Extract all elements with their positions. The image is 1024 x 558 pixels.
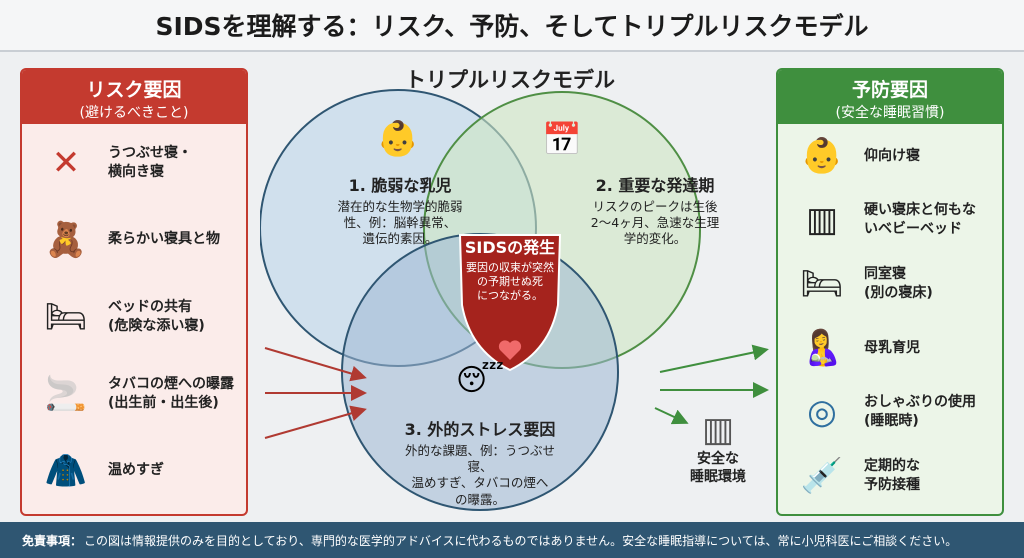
venn-title: トリプルリスクモデル (405, 68, 615, 92)
page-title: SIDSを理解する：リスク、予防、そしてトリプルリスクモデル (0, 0, 1024, 52)
arrow (659, 344, 769, 373)
syringe-icon: 💉 (800, 456, 844, 496)
external-stressor-text: 3. 外的ストレス要因外的な課題、例：うつぶせ寝、 温めすぎ、タバコの煙へ の曝… (400, 420, 560, 508)
baby-icon: 👶 (377, 119, 419, 159)
prevention-header: 予防要因 (安全な睡眠習慣) (778, 70, 1002, 124)
arrow (264, 405, 367, 439)
broken-heart-icon (498, 340, 522, 360)
risk-item: 🛏 ベッドの共有 (危険な添い寝) (22, 278, 246, 355)
c3-text: 外的な課題、例：うつぶせ寝、 温めすぎ、タバコの煙へ の曝露。 (404, 442, 555, 507)
risk-factors-panel: リスク要因 (避けるべきこと) ✕ うつぶせ寝・ 横向き寝 🧸 柔らかい寝具と物 🛏… (20, 68, 248, 516)
prevention-subtitle: (安全な睡眠習慣) (835, 105, 945, 121)
pacifier-icon: ◎ (807, 392, 837, 432)
risk-header: リスク要因 (避けるべきこと) (22, 70, 246, 124)
safe-env-label: 安全な 睡眠環境 (690, 451, 746, 486)
prevention-item: 🤱 母乳育児 (778, 316, 1002, 380)
prevention-label: 仰向け寝 (864, 147, 920, 164)
arrow (654, 407, 689, 425)
crib-icon: ▥ (701, 410, 735, 450)
risk-title: リスク要因 (86, 79, 182, 101)
c1-heading: 1. 脆弱な乳児 (348, 176, 452, 195)
prevention-label: 硬い寝床と何もな いベビーベッド (864, 202, 976, 237)
prevention-label: 同室寝 (別の寝床) (864, 266, 933, 301)
disclaimer-text: この図は情報提供のみを目的としており、専門的な医学的アドバイスに代わるものではあ… (84, 533, 958, 548)
risk-label: タバコの煙への曝露 (出生前・出生後) (108, 375, 234, 411)
sleeping-baby-icon: 😴 (456, 362, 504, 398)
prevention-label: 定期的な 予防接種 (864, 458, 920, 493)
prevention-label: 母乳育児 (864, 339, 920, 356)
disclaimer-label: 免責事項： (22, 533, 83, 548)
crib-icon: ▥ (805, 200, 839, 240)
prevention-item: 👶 仰向け寝 (778, 124, 1002, 188)
prevention-label: おしゃぶりの使用 (睡眠時) (864, 394, 976, 429)
risk-item: 🧸 柔らかい寝具と物 (22, 201, 246, 278)
breastfeeding-icon: 🤱 (800, 328, 844, 368)
c2-heading: 2. 重要な発達期 (595, 176, 715, 195)
prevention-item: ◎ おしゃぶりの使用 (睡眠時) (778, 380, 1002, 444)
sids-shield (458, 234, 562, 372)
c2-text: リスクのピークは生後 2〜4ヶ月、急速な生理 学的変化。 (590, 198, 720, 247)
prevention-panel: 予防要因 (安全な睡眠習慣) 👶 仰向け寝 ▥ 硬い寝床と何もな いベビーベッド 🛏… (776, 68, 1004, 516)
prevention-title: 予防要因 (851, 79, 928, 101)
room-sharing-icon: 🛏 (800, 264, 844, 304)
cigarette-icon: 🚬 (44, 373, 88, 414)
prevention-item: ▥ 硬い寝床と何もな いベビーベッド (778, 188, 1002, 252)
soft-bedding-icon: 🧸 (44, 219, 88, 260)
prevention-item: 💉 定期的な 予防接種 (778, 444, 1002, 508)
center-text: 要因の収束が突然 の予期せぬ死 につながる。 (466, 260, 554, 303)
center-heading: SIDSの発生 (464, 238, 556, 257)
bed-sharing-icon: 🛏 (44, 296, 88, 337)
risk-item: ✕ うつぶせ寝・ 横向き寝 (22, 124, 246, 201)
risk-label: ベッドの共有 (危険な添い寝) (108, 298, 205, 334)
c1-text: 潜在的な生物学的脆弱 性、例：脳幹異常、 遺伝的素因。 (337, 198, 463, 247)
critical-period-text: 2. 重要な発達期リスクのピークは生後 2〜4ヶ月、急速な生理 学的変化。 (555, 176, 755, 248)
calendar-icon: 📅 (542, 120, 582, 158)
risk-subtitle: (避けるべきこと) (79, 105, 189, 121)
sids-occurrence: SIDSの発生要因の収束が突然 の予期せぬ死 につながる。 (455, 238, 565, 304)
prone-baby-icon: ✕ (51, 142, 81, 183)
disclaimer-footer: 免責事項： この図は情報提供のみを目的としており、専門的な医学的アドバイスに代わ… (0, 522, 1024, 558)
overheated-baby-icon: 🧥 (44, 450, 88, 491)
risk-label: 柔らかい寝具と物 (108, 231, 220, 248)
supine-baby-icon: 👶 (800, 136, 844, 176)
c3-heading: 3. 外的ストレス要因 (404, 420, 556, 439)
triple-risk-venn: 👶 📅 😴 (260, 89, 769, 511)
risk-label: うつぶせ寝・ 横向き寝 (108, 144, 192, 180)
safe-sleep-environment: ▥ 安全な 睡眠環境 (680, 410, 756, 486)
risk-item: 🚬 タバコの煙への曝露 (出生前・出生後) (22, 355, 246, 432)
risk-label: 温めすぎ (108, 462, 164, 479)
arrow (264, 347, 367, 382)
risk-item: 🧥 温めすぎ (22, 432, 246, 509)
vulnerable-infant-text: 1. 脆弱な乳児潜在的な生物学的脆弱 性、例：脳幹異常、 遺伝的素因。 (300, 176, 500, 248)
prevention-item: 🛏 同室寝 (別の寝床) (778, 252, 1002, 316)
